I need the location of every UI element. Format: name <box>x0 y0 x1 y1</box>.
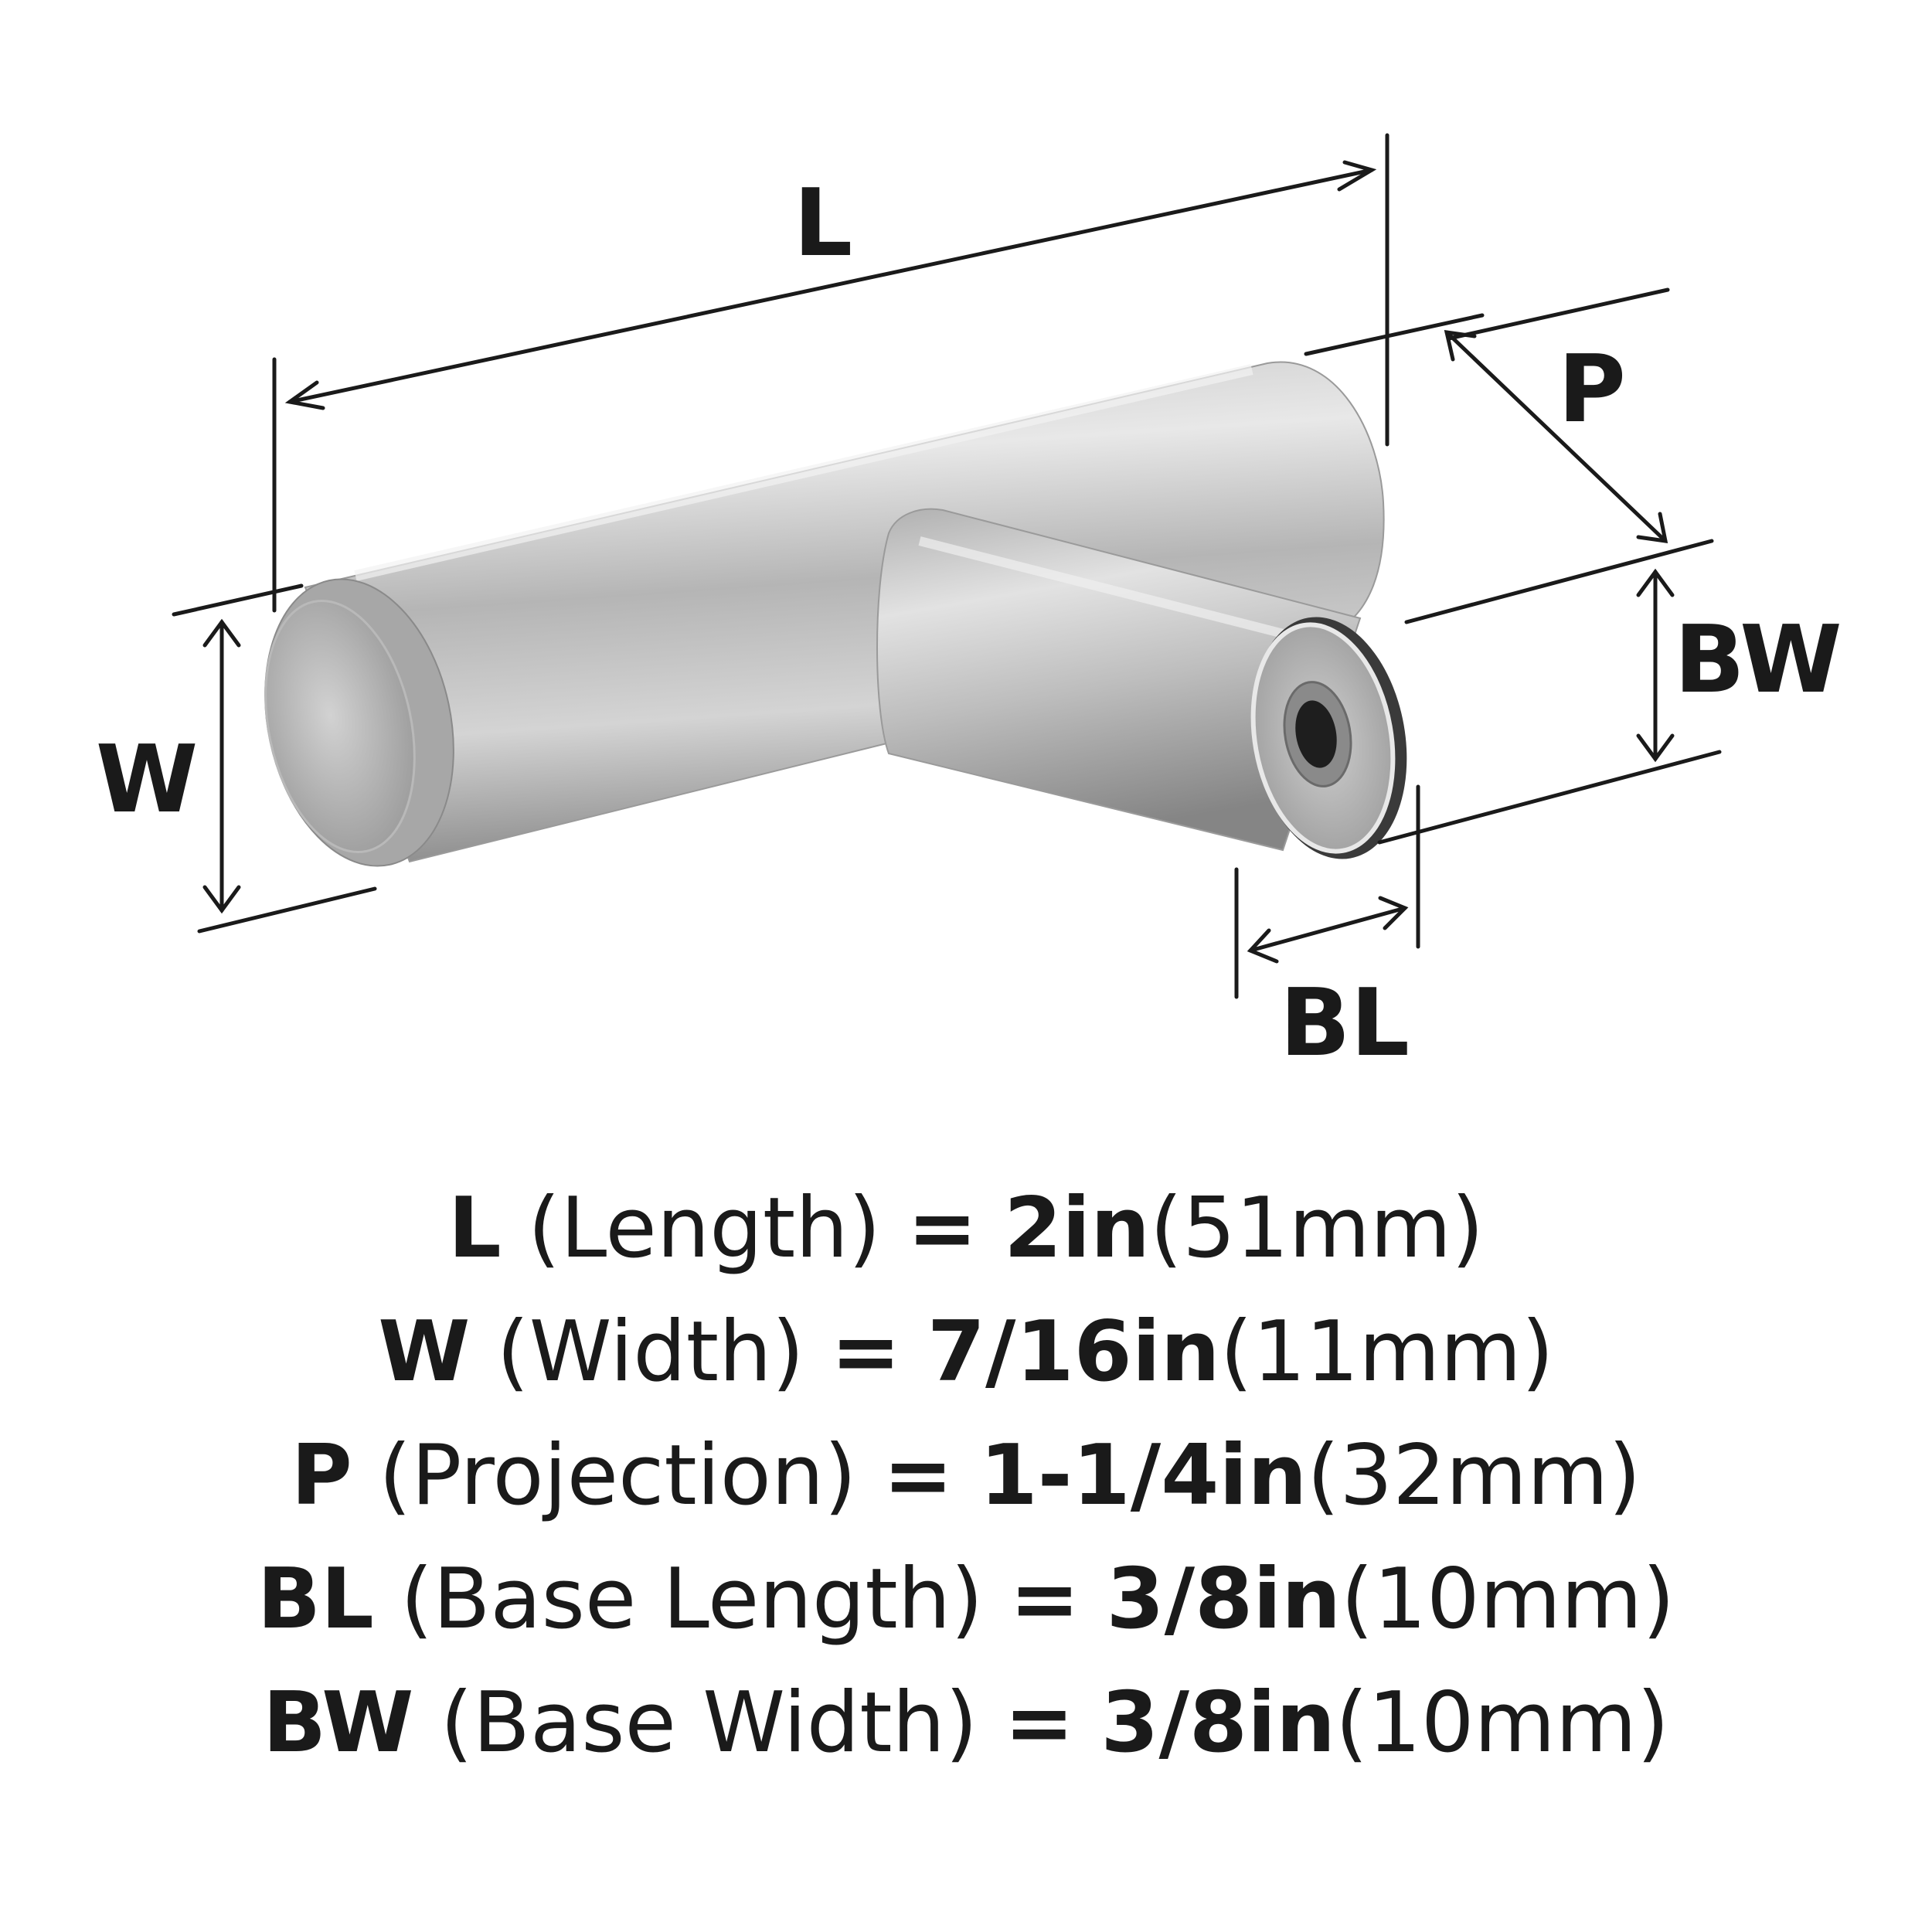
spec-imperial: 2in <box>1003 1180 1151 1277</box>
projection-label: P <box>1558 336 1626 444</box>
spec-code: P <box>291 1427 352 1524</box>
spec-metric: (11mm) <box>1219 1304 1554 1400</box>
length-label: L <box>794 170 852 277</box>
base-width-label: BW <box>1674 607 1842 714</box>
spec-name: (Length) <box>528 1180 881 1277</box>
width-label: W <box>96 726 198 834</box>
base-length-dimension-line <box>1234 784 1420 999</box>
base-length-label: BL <box>1280 970 1410 1077</box>
spec-name: (Base Length) <box>400 1551 984 1648</box>
spec-row-projection: P (Projection) = 1-1/4in(32mm) <box>0 1414 1932 1538</box>
t-bar-knob-dimension-diagram: L W P BW BL <box>96 133 1842 1077</box>
spec-name: (Width) <box>496 1304 804 1400</box>
bar-end-cap <box>264 578 454 867</box>
spec-metric: (32mm) <box>1307 1427 1641 1524</box>
spec-row-length: L (Length) = 2in(51mm) <box>0 1167 1932 1291</box>
spec-metric: (10mm) <box>1335 1675 1670 1771</box>
knob-base <box>1250 617 1407 859</box>
knob-stem <box>876 508 1362 852</box>
spec-name: (Projection) <box>379 1427 857 1524</box>
dimension-specs-list: L (Length) = 2in(51mm) W (Width) = 7/16i… <box>0 1167 1932 1785</box>
spec-metric: (51mm) <box>1150 1180 1485 1277</box>
spec-equals: = <box>883 1427 954 1524</box>
projection-dimension-line <box>1304 287 1670 543</box>
base-width-dimension-line <box>1377 539 1722 845</box>
spec-metric: (10mm) <box>1341 1551 1675 1648</box>
spec-imperial: 7/16in <box>927 1304 1220 1400</box>
spec-imperial: 3/8in <box>1106 1551 1342 1648</box>
spec-code: W <box>378 1304 471 1400</box>
spec-code: BW <box>262 1675 414 1771</box>
spec-code: BL <box>257 1551 374 1648</box>
hex-socket-icon <box>1295 700 1337 768</box>
spec-equals: = <box>1004 1675 1074 1771</box>
spec-code: L <box>447 1180 502 1277</box>
spec-equals: = <box>831 1304 901 1400</box>
spec-row-width: W (Width) = 7/16in(11mm) <box>0 1291 1932 1414</box>
spec-row-base-width: BW (Base Width) = 3/8in(10mm) <box>0 1662 1932 1785</box>
width-dimension-line <box>172 583 377 934</box>
spec-imperial: 1-1/4in <box>979 1427 1308 1524</box>
spec-equals: = <box>907 1180 978 1277</box>
length-dimension-line <box>272 133 1389 613</box>
spec-equals: = <box>1009 1551 1080 1648</box>
spec-row-base-length: BL (Base Length) = 3/8in(10mm) <box>0 1538 1932 1662</box>
spec-imperial: 3/8in <box>1100 1675 1335 1771</box>
spec-name: (Base Width) <box>440 1675 978 1771</box>
